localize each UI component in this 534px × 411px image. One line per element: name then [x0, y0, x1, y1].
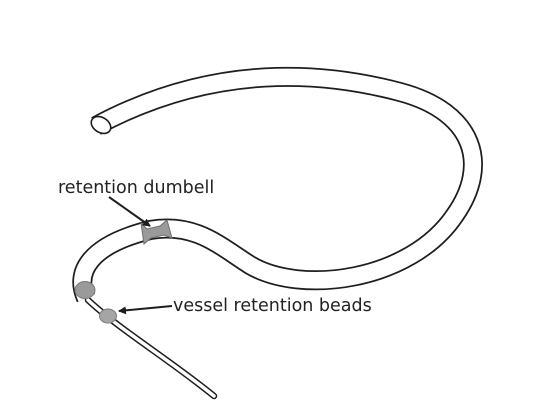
vessel-retention-beads-arrow — [118, 305, 173, 315]
retention-dumbell-marker — [140, 219, 173, 245]
retention-dumbell-arrow — [108, 196, 151, 227]
catheter-tip-fill — [86, 298, 216, 398]
vessel-retention-beads-label: vessel retention beads — [173, 296, 372, 316]
retention-dumbell-label: retention dumbell — [58, 178, 214, 198]
vessel-retention-bead-lower — [99, 308, 117, 324]
vessel-retention-bead-upper — [74, 281, 96, 299]
catheter-open-end — [90, 115, 112, 135]
